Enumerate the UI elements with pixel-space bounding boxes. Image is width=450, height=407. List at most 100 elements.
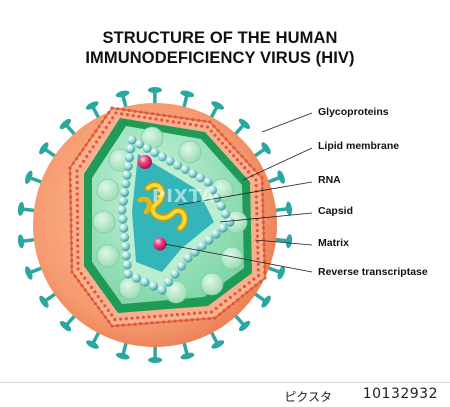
lipid-dot [187, 312, 190, 315]
lipid-dot [76, 187, 79, 190]
lipid-dot [111, 116, 114, 119]
lipid-dot [69, 184, 72, 187]
lipid-dot [247, 170, 250, 173]
label-lipid-membrane: Lipid membrane [318, 140, 399, 152]
lipid-dot [215, 307, 218, 310]
lipid-dot [202, 317, 205, 320]
lipid-dot [130, 317, 133, 320]
lipid-dot [70, 265, 73, 268]
lipid-dot [90, 286, 93, 289]
lipid-dot [194, 124, 197, 127]
capsid-bead [211, 229, 220, 238]
lipid-dot [108, 121, 111, 124]
lipid-dot [255, 212, 258, 215]
lipid-dot [224, 138, 227, 141]
lipid-dot [254, 284, 257, 287]
lipid-dot [76, 221, 79, 224]
lipid-dot [210, 310, 213, 313]
matrix-protein-blob [97, 245, 119, 267]
lipid-dot [248, 281, 251, 284]
lipid-dot [232, 154, 235, 157]
lipid-dot [104, 116, 107, 119]
capsid-bead [121, 179, 130, 188]
lipid-dot [120, 112, 123, 115]
lipid-dot [101, 131, 104, 134]
lipid-dot [133, 323, 136, 326]
glycoprotein-spike [233, 313, 252, 333]
lipid-dot [100, 311, 103, 314]
lipid-dot [244, 159, 247, 162]
lipid-dot [182, 313, 185, 316]
lipid-dot [224, 299, 227, 302]
lipid-dot [213, 134, 216, 137]
lipid-dot [116, 107, 119, 110]
capsid-bead [119, 197, 128, 206]
lipid-dot [80, 272, 83, 275]
capsid-bead [121, 242, 130, 251]
lipid-dot [228, 150, 231, 153]
lipid-dot [257, 274, 260, 277]
lipid-dot [262, 221, 265, 224]
lipid-dot [69, 172, 72, 175]
lipid-dot [261, 182, 264, 185]
lipid-dot [236, 158, 239, 161]
lipid-dot [76, 267, 79, 270]
capsid-bead [203, 177, 212, 186]
lipid-dot [232, 302, 235, 305]
capsid-bead [177, 261, 186, 270]
lipid-dot [133, 110, 136, 113]
lipid-dot [104, 315, 107, 318]
lipid-dot [255, 201, 258, 204]
lipid-dot [78, 153, 81, 156]
lipid-dot [203, 120, 206, 123]
lipid-dot [105, 126, 108, 129]
lipid-dot [221, 142, 224, 145]
lipid-dot [137, 115, 140, 118]
lipid-dot [252, 168, 255, 171]
capsid-bead [217, 201, 226, 210]
capsid-bead [123, 269, 132, 278]
lipid-dot [239, 162, 242, 165]
lipid-dot [191, 118, 194, 121]
label-rna: RNA [318, 174, 341, 186]
lipid-dot [162, 320, 165, 323]
lipid-dot [179, 319, 182, 322]
lipid-dot [149, 117, 152, 120]
lipid-dot [128, 109, 131, 112]
lipid-dot [191, 318, 194, 321]
lipid-dot [92, 145, 95, 148]
lipid-dot [197, 119, 200, 122]
lipid-dot [74, 275, 77, 278]
lipid-dot [69, 207, 72, 210]
lipid-dot [263, 271, 266, 274]
lipid-dot [82, 160, 85, 163]
lipid-dot [252, 278, 255, 281]
lipid-dot [157, 113, 160, 116]
glycoprotein-spike [58, 313, 76, 333]
lipid-dot [84, 288, 87, 291]
capsid-bead [208, 185, 217, 194]
lipid-dot [70, 224, 73, 227]
lipid-dot [250, 287, 253, 290]
capsid-bead [126, 144, 135, 153]
lipid-dot [261, 199, 264, 202]
lipid-dot [83, 277, 86, 280]
lipid-dot [76, 250, 79, 253]
lipid-dot [85, 155, 88, 158]
lipid-dot [257, 268, 260, 271]
capsid-bead [149, 281, 158, 290]
lipid-dot [76, 262, 79, 265]
lipid-dot [97, 125, 100, 128]
lipid-dot [243, 166, 246, 169]
lipid-dot [255, 195, 258, 198]
lipid-dot [245, 291, 248, 294]
lipid-dot [263, 254, 266, 257]
lipid-dot [69, 190, 72, 193]
lipid-dot [256, 251, 259, 254]
lipid-dot [70, 242, 73, 245]
lipid-dot [93, 290, 96, 293]
lipid-dot [88, 139, 91, 142]
lipid-dot [69, 213, 72, 216]
lipid-dot [154, 118, 157, 121]
lipid-dot [126, 113, 129, 116]
